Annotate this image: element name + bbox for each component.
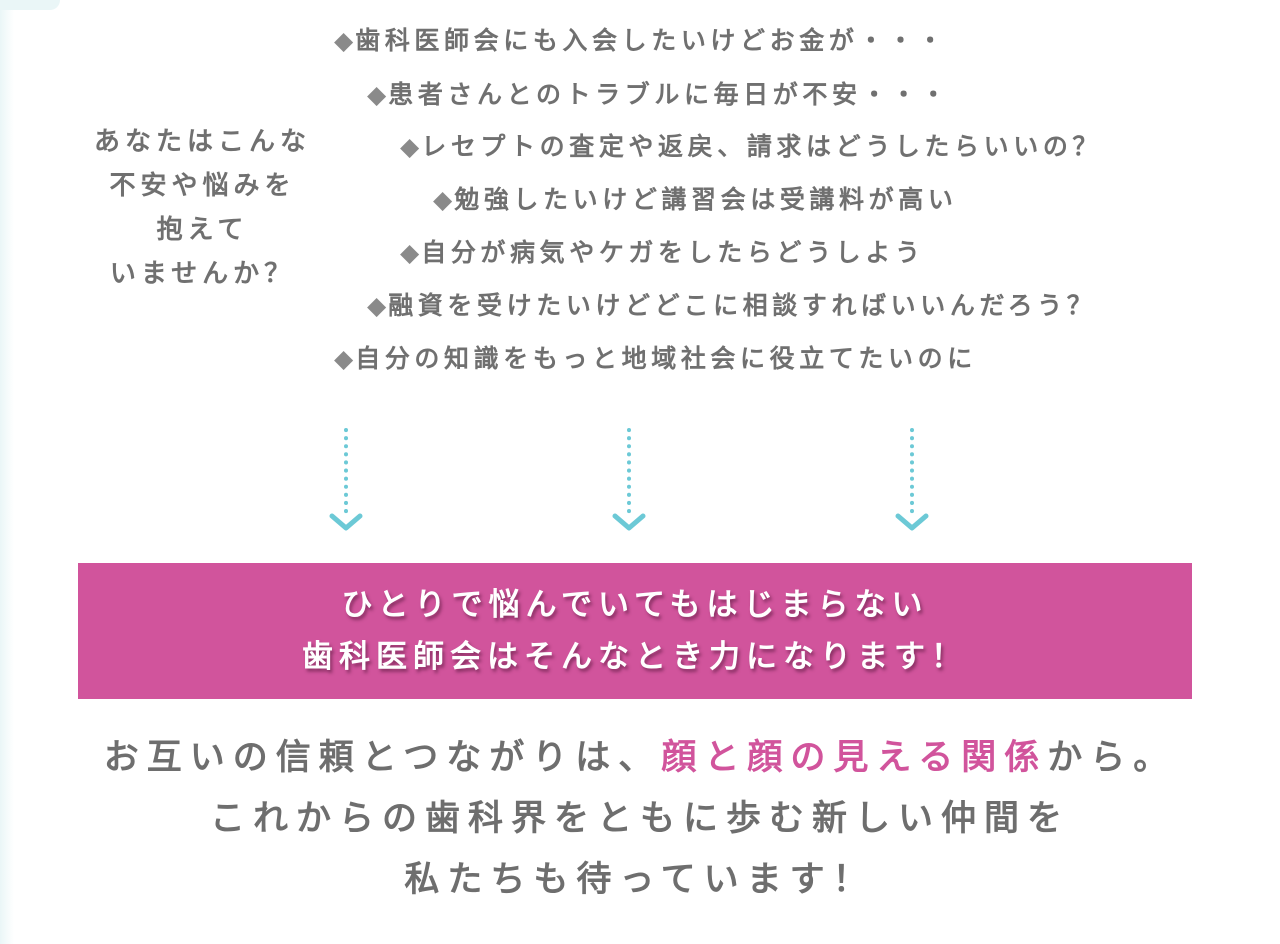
worry-item: ◆歯科医師会にも入会したいけどお金が・・・ <box>334 26 947 56</box>
question-line: あなたはこんな <box>93 127 311 157</box>
diamond-bullet-icon: ◆ <box>433 185 453 214</box>
worry-text: 勉強したいけど講習会は受講料が高い <box>454 185 958 214</box>
worry-item: ◆融資を受けたいけどどこに相談すればいいんだろう？ <box>367 291 1096 321</box>
message-line-2: これからの歯科界をともに歩む新しい仲間を <box>209 799 1070 839</box>
diamond-bullet-icon: ◆ <box>400 238 420 267</box>
diamond-bullet-icon: ◆ <box>367 80 387 109</box>
message-text: お互いの信頼とつながりは、 <box>103 738 662 778</box>
question-line: 不安や悩みを <box>109 171 296 201</box>
worry-item: ◆勉強したいけど講習会は受講料が高い <box>433 185 957 215</box>
worry-item: ◆レセプトの査定や返戻、請求はどうしたらいいの？ <box>400 132 1102 162</box>
highlight-banner: ひとりで悩んでいてもはじまらない 歯科医師会はそんなとき力になります！ <box>78 563 1192 699</box>
dotted-down-arrow-icon <box>612 428 646 531</box>
diamond-bullet-icon: ◆ <box>334 26 354 55</box>
worry-text: 融資を受けたいけどどこに相談すればいいんだろう？ <box>388 291 1097 320</box>
dotted-down-arrow-icon <box>329 428 363 531</box>
corner-decoration <box>0 0 60 10</box>
worry-text: 自分が病気やケガをしたらどうしよう <box>421 238 925 267</box>
dotted-down-arrow-icon <box>895 428 929 531</box>
diamond-bullet-icon: ◆ <box>400 132 420 161</box>
diamond-bullet-icon: ◆ <box>367 291 387 320</box>
worry-item: ◆自分の知識をもっと地域社会に役立てたいのに <box>334 344 977 374</box>
worry-item: ◆患者さんとのトラブルに毎日が不安・・・ <box>367 80 950 110</box>
worry-item: ◆自分が病気やケガをしたらどうしよう <box>400 238 924 268</box>
worry-text: レセプトの査定や返戻、請求はどうしたらいいの？ <box>421 132 1103 161</box>
banner-line-1: ひとりで悩んでいてもはじまらない <box>341 587 929 623</box>
worry-text: 自分の知識をもっと地域社会に役立てたいのに <box>355 344 977 373</box>
question-line: いませんか？ <box>109 259 296 289</box>
worry-text: 歯科医師会にも入会したいけどお金が・・・ <box>355 26 948 55</box>
message-accent-text: 顔と顔の見える関係 <box>661 738 1048 778</box>
left-edge-decoration <box>0 0 14 944</box>
message-line-3: 私たちも待っています！ <box>404 860 876 900</box>
question-heading: あなたはこんな 不安や悩みを 抱えて いませんか？ <box>70 120 335 296</box>
diamond-bullet-icon: ◆ <box>334 344 354 373</box>
question-line: 抱えて <box>156 215 249 245</box>
banner-line-2: 歯科医師会はそんなとき力になります！ <box>302 639 968 675</box>
message-text: から。 <box>1047 738 1177 778</box>
message-line-1: お互いの信頼とつながりは、顔と顔の見える関係から。 <box>0 735 1280 781</box>
worry-text: 患者さんとのトラブルに毎日が不安・・・ <box>388 80 951 109</box>
